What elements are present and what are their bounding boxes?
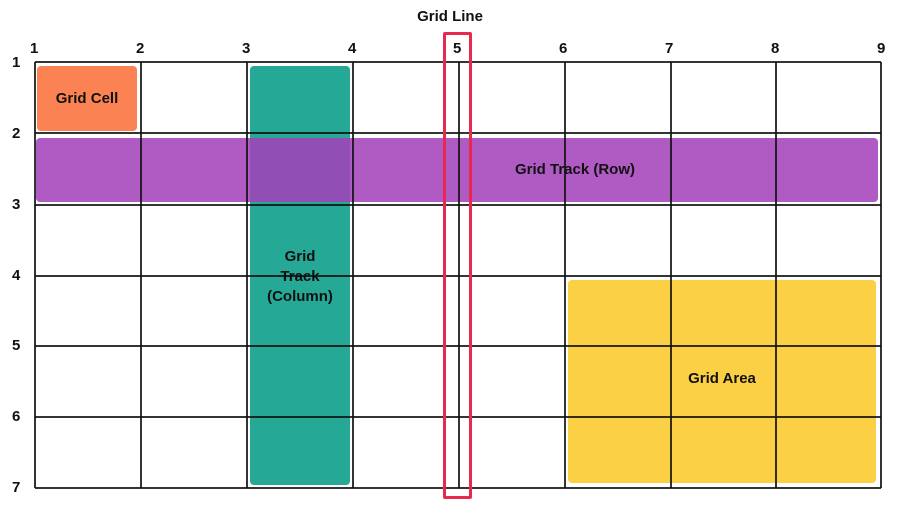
row-line-label: 5 <box>12 337 21 354</box>
grid-line-title: Grid Line <box>417 8 483 25</box>
row-line-label: 7 <box>12 479 21 496</box>
row-line-label: 6 <box>12 408 21 425</box>
row-line-label: 1 <box>12 54 21 71</box>
grid-track-row-label: Grid Track (Row) <box>514 161 636 178</box>
grid-cell-label: Grid Cell <box>55 89 119 107</box>
row-line-label: 4 <box>12 267 21 284</box>
column-line-label: 3 <box>242 40 251 57</box>
column-line-label: 5 <box>453 40 462 57</box>
column-line-label: 1 <box>30 40 39 57</box>
grid-track-column-label: Grid Track (Column) <box>267 248 333 305</box>
grid-area-highlight <box>568 280 876 483</box>
row-line-label: 3 <box>12 196 21 213</box>
column-line-label: 6 <box>559 40 568 57</box>
column-line-label: 8 <box>771 40 780 57</box>
column-line-label: 9 <box>877 40 886 57</box>
column-line-label: 2 <box>136 40 145 57</box>
grid-track-row-highlight <box>36 138 878 202</box>
grid-area-label: Grid Area <box>688 369 756 387</box>
grid-cell-highlight <box>37 66 137 131</box>
column-line-label: 7 <box>665 40 674 57</box>
column-line-label: 4 <box>348 40 357 57</box>
row-line-label: 2 <box>12 125 21 142</box>
grid-line-highlight-box <box>443 32 472 499</box>
